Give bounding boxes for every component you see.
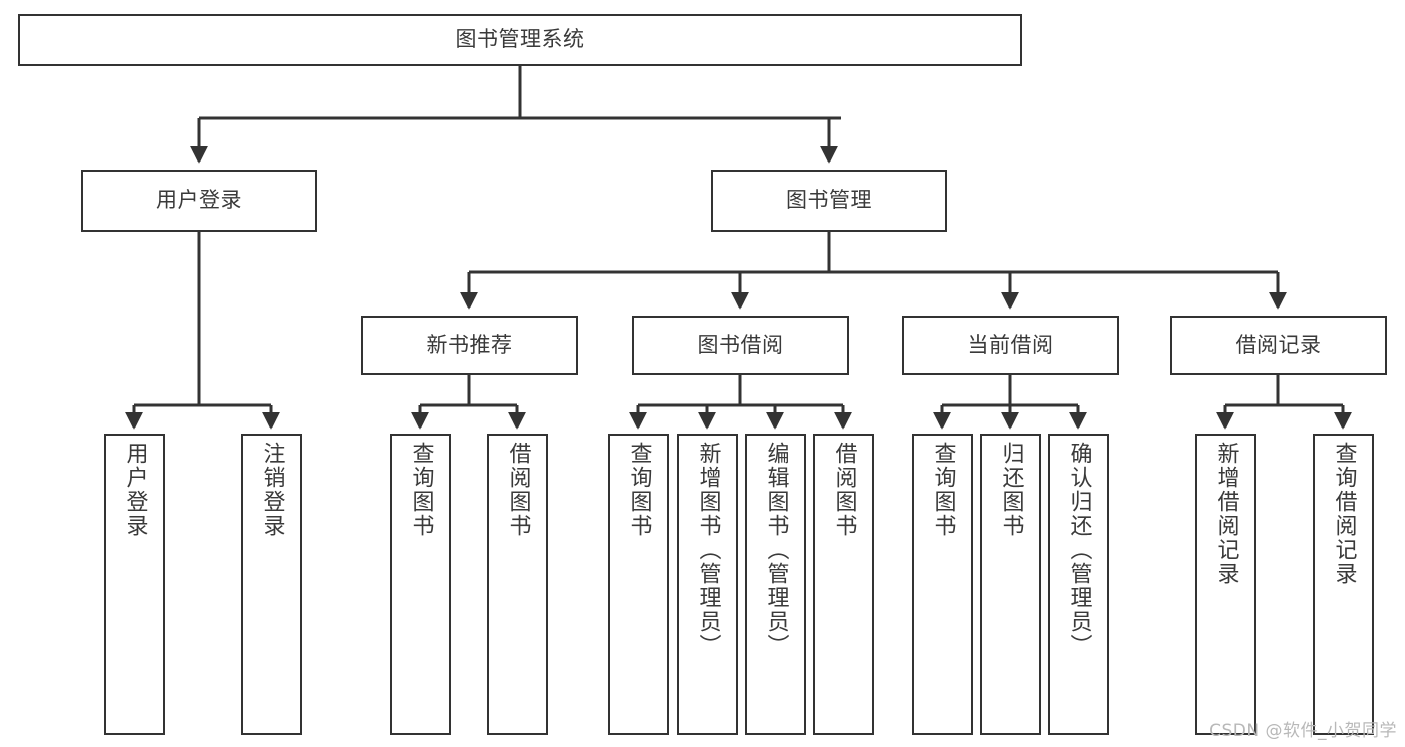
node-leaf-confirm-return-label: 确认归还（管理员） — [1066, 442, 1092, 658]
node-leaf-borrow-book-rec-label: 借阅图书 — [505, 442, 531, 538]
node-current-borrow-label: 当前借阅 — [967, 332, 1054, 357]
watermark-text: CSDN @软件_小贺同学 — [1209, 721, 1397, 741]
node-leaf-query-record[interactable]: 查询借阅记录 — [1313, 434, 1374, 735]
node-new-book-recommend[interactable]: 新书推荐 — [361, 316, 578, 375]
node-root[interactable]: 图书管理系统 — [18, 14, 1022, 66]
node-leaf-add-book[interactable]: 新增图书（管理员） — [677, 434, 738, 735]
node-leaf-query-book-cb[interactable]: 查询图书 — [912, 434, 973, 735]
node-book-borrow[interactable]: 图书借阅 — [632, 316, 849, 375]
node-leaf-query-book-cb-label: 查询图书 — [930, 442, 956, 538]
node-leaf-edit-book-label: 编辑图书（管理员） — [763, 442, 789, 658]
node-book-manage-label: 图书管理 — [786, 188, 872, 213]
node-leaf-edit-book[interactable]: 编辑图书（管理员） — [745, 434, 806, 735]
node-leaf-borrow-book-bb-label: 借阅图书 — [831, 442, 857, 538]
node-borrow-record[interactable]: 借阅记录 — [1170, 316, 1387, 375]
node-leaf-borrow-book-bb[interactable]: 借阅图书 — [813, 434, 874, 735]
node-user-login-label: 用户登录 — [156, 188, 242, 213]
node-leaf-query-book-bb[interactable]: 查询图书 — [608, 434, 669, 735]
node-borrow-record-label: 借阅记录 — [1235, 332, 1322, 357]
node-leaf-query-book-rec-label: 查询图书 — [408, 442, 434, 538]
node-book-manage[interactable]: 图书管理 — [711, 170, 947, 232]
node-leaf-return-book-label: 归还图书 — [998, 442, 1024, 538]
node-leaf-confirm-return[interactable]: 确认归还（管理员） — [1048, 434, 1109, 735]
node-leaf-query-book-rec[interactable]: 查询图书 — [390, 434, 451, 735]
node-leaf-add-book-label: 新增图书（管理员） — [695, 442, 721, 658]
node-leaf-query-record-label: 查询借阅记录 — [1331, 442, 1357, 586]
node-leaf-add-record-label: 新增借阅记录 — [1213, 442, 1239, 586]
node-user-login[interactable]: 用户登录 — [81, 170, 317, 232]
node-leaf-return-book[interactable]: 归还图书 — [980, 434, 1041, 735]
node-leaf-logout-label: 注销登录 — [259, 442, 285, 538]
node-new-book-recommend-label: 新书推荐 — [426, 332, 513, 357]
node-leaf-logout[interactable]: 注销登录 — [241, 434, 302, 735]
node-root-label: 图书管理系统 — [455, 27, 585, 52]
node-leaf-user-login[interactable]: 用户登录 — [104, 434, 165, 735]
node-leaf-borrow-book-rec[interactable]: 借阅图书 — [487, 434, 548, 735]
node-leaf-user-login-label: 用户登录 — [122, 442, 148, 538]
node-leaf-add-record[interactable]: 新增借阅记录 — [1195, 434, 1256, 735]
node-book-borrow-label: 图书借阅 — [697, 332, 784, 357]
node-leaf-query-book-bb-label: 查询图书 — [626, 442, 652, 538]
node-current-borrow[interactable]: 当前借阅 — [902, 316, 1119, 375]
